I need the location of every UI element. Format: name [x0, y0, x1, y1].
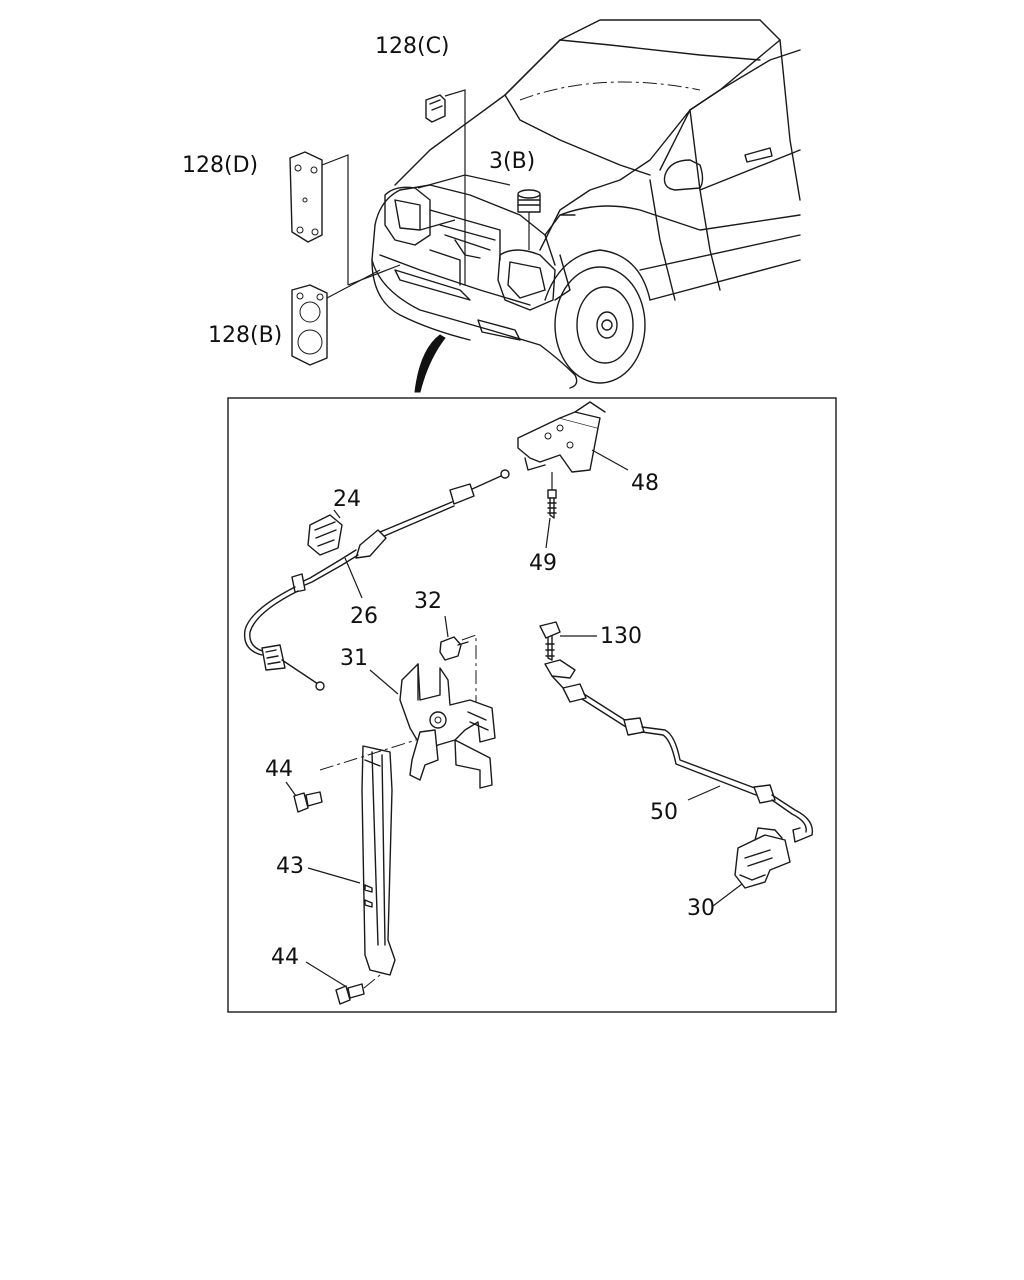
detail-frame: [227, 397, 837, 1013]
callout-labels: 128(C) 128(D) 3(B) 128(B) 24 48 49 26 32…: [182, 34, 715, 970]
callout-26: 26: [350, 604, 378, 629]
callout-128b: 128(B): [208, 323, 282, 348]
part-32-bolt: [439, 615, 477, 716]
part-43-rod: [307, 739, 417, 976]
part-26-cable: [243, 469, 510, 691]
part-44-bolt-lower: [305, 961, 381, 1005]
part-49-screw: [545, 472, 557, 549]
part-31-lock: [369, 663, 496, 789]
part-24-clip: [307, 509, 343, 556]
callout-31: 31: [340, 646, 368, 671]
part-44-bolt-upper: [285, 781, 323, 813]
callout-32: 32: [414, 589, 442, 614]
detail-arrow: [414, 334, 446, 393]
callout-49: 49: [529, 551, 557, 576]
callout-44-upper: 44: [265, 757, 293, 782]
part-48-bracket: [517, 401, 629, 473]
callout-24: 24: [333, 487, 361, 512]
callout-50: 50: [650, 800, 678, 825]
vehicle-callout-parts: [289, 89, 541, 366]
part-128b-bracket: [291, 284, 328, 366]
callout-128d: 128(D): [182, 153, 258, 178]
callout-128c: 128(C): [375, 34, 450, 59]
part-130-bolt: [539, 621, 597, 661]
callout-30: 30: [687, 896, 715, 921]
callout-48: 48: [631, 471, 659, 496]
callout-44-lower: 44: [271, 945, 299, 970]
part-50-cable: [544, 659, 814, 843]
callout-130: 130: [600, 624, 642, 649]
vehicle-illustration: [371, 19, 801, 389]
part-30-lever: [712, 827, 791, 907]
callout-3b: 3(B): [489, 149, 535, 174]
callout-43: 43: [276, 854, 304, 879]
part-128d-bracket: [289, 151, 323, 243]
